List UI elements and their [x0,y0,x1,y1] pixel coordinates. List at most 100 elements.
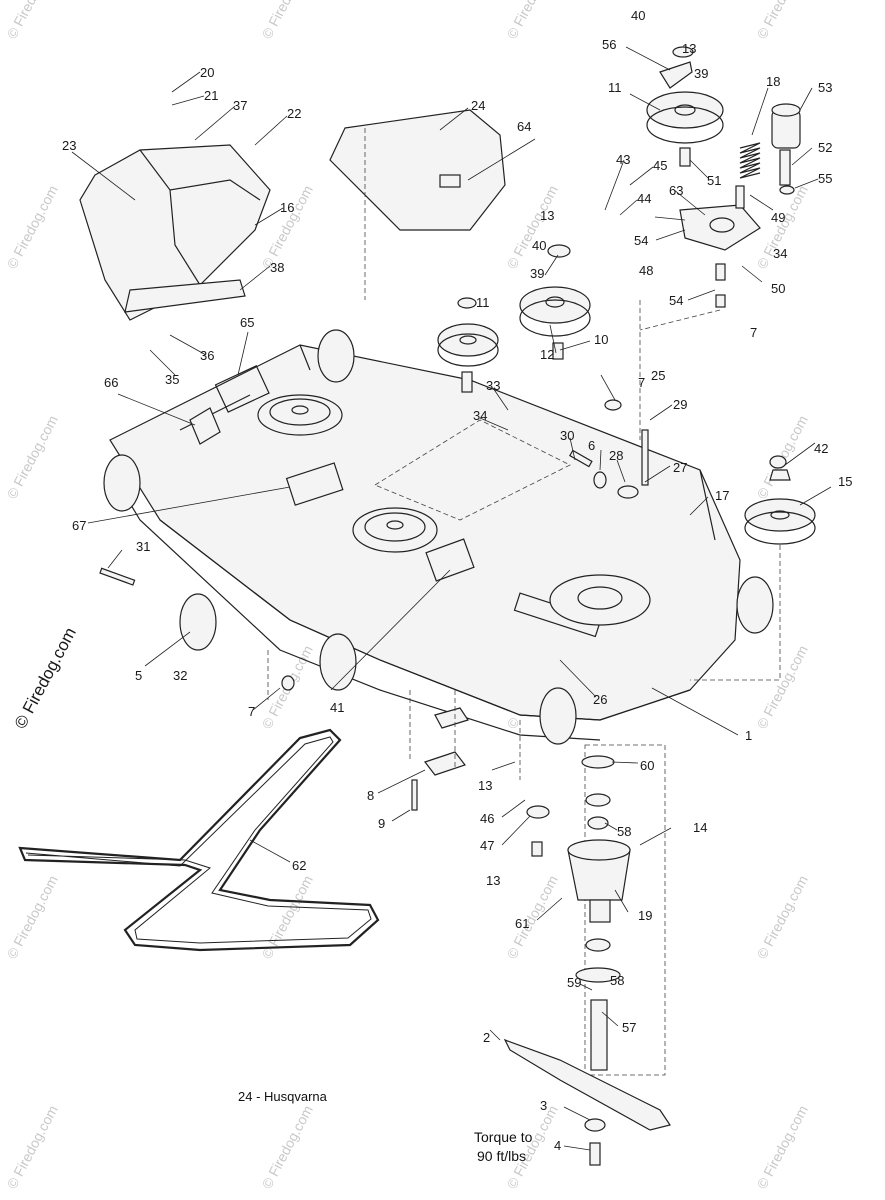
drive-belt [18,728,380,952]
callout-63: 63 [669,183,683,198]
spindle-assembly [503,744,671,1166]
watermark-text: © Firedog.com [259,0,316,41]
callout-13: 13 [682,41,696,56]
watermark-text: © Firedog.com [754,1103,811,1192]
callout-24: 24 [471,98,485,113]
watermark-text: © Firedog.com [504,873,561,962]
callout-67: 67 [72,518,86,533]
callout-20: 20 [200,65,214,80]
watermark-text: © Firedog.com [259,1103,316,1192]
callout-54: 54 [669,293,683,308]
belt-guard-cover [329,109,506,231]
watermark-text: © Firedog.com [754,0,811,41]
callout-53: 53 [818,80,832,95]
callout-58: 58 [617,824,631,839]
callout-2: 2 [483,1030,490,1045]
callout-32: 32 [173,668,187,683]
callout-30: 30 [560,428,574,443]
callout-44: 44 [637,191,651,206]
callout-28: 28 [609,448,623,463]
watermark-text: © Firedog.com [4,873,61,962]
torque-note-line-2: 90 ft/lbs [477,1148,527,1164]
callout-27: 27 [673,460,687,475]
callout-33: 33 [486,378,500,393]
callout-42: 42 [814,441,828,456]
callout-38: 38 [270,260,284,275]
callout-61: 61 [515,916,529,931]
leader-lines [71,46,832,1151]
callout-7: 7 [638,375,645,390]
callout-39: 39 [530,266,544,281]
callout-48: 48 [639,263,653,278]
callout-50: 50 [771,281,785,296]
idler-pulleys [437,244,591,393]
callout-25: 25 [651,368,665,383]
callout-11: 11 [476,295,490,310]
callout-5: 5 [135,668,142,683]
callout-40: 40 [631,8,645,23]
callout-13: 13 [478,778,492,793]
callout-19: 19 [638,908,652,923]
callout-11: 11 [608,80,622,95]
callout-49: 49 [771,210,785,225]
anti-scalp-wheels [103,329,774,745]
callout-34: 34 [773,246,787,261]
callout-56: 56 [602,37,616,52]
diagram-caption: 24 - Husqvarna [238,1089,327,1104]
watermark-text: © Firedog.com [504,183,561,272]
callout-18: 18 [766,74,780,89]
callout-65: 65 [240,315,254,330]
torque-note-line-1: Torque to [474,1129,533,1145]
callout-26: 26 [593,692,607,707]
callout-31: 31 [136,539,150,554]
callout-64: 64 [517,119,531,134]
idler-arm-assembly [646,46,801,308]
callout-58: 58 [610,973,624,988]
callout-3: 3 [540,1098,547,1113]
callout-62: 62 [292,858,306,873]
callout-40: 40 [532,238,546,253]
callout-57: 57 [622,1020,636,1035]
callout-17: 17 [715,488,729,503]
hardware-parts [99,399,787,857]
watermark-text: © Firedog.com [4,0,61,41]
watermark-text: © Firedog.com [754,643,811,732]
callout-23: 23 [62,138,76,153]
callout-55: 55 [818,171,832,186]
discharge-chute [79,144,271,321]
callout-16: 16 [280,200,294,215]
deck-pulleys [257,394,651,626]
callout-13: 13 [486,873,500,888]
callout-34: 34 [473,408,487,423]
callout-47: 47 [480,838,494,853]
watermark-text: © Firedog.com [754,873,811,962]
callout-7: 7 [248,704,255,719]
callout-51: 51 [707,173,721,188]
assembly-lines [267,128,781,780]
callout-39: 39 [694,66,708,81]
callout-54: 54 [634,233,648,248]
callout-1: 1 [745,728,752,743]
watermark-text: © Firedog.com [4,413,61,502]
callout-35: 35 [165,372,179,387]
callout-46: 46 [480,811,494,826]
callout-52: 52 [818,140,832,155]
callout-43: 43 [616,152,630,167]
callout-12: 12 [540,347,554,362]
watermark-text: © Firedog.com [504,0,561,41]
watermark-text: © Firedog.com [4,183,61,272]
callout-66: 66 [104,375,118,390]
callout-10: 10 [594,332,608,347]
callout-37: 37 [233,98,247,113]
callout-8: 8 [367,788,374,803]
callout-22: 22 [287,106,301,121]
callout-41: 41 [330,700,344,715]
callout-21: 21 [204,88,218,103]
callout-4: 4 [554,1138,561,1153]
callout-7: 7 [750,325,757,340]
drive-pulley [744,469,816,545]
callout-60: 60 [640,758,654,773]
callout-9: 9 [378,816,385,831]
callout-59: 59 [567,975,581,990]
